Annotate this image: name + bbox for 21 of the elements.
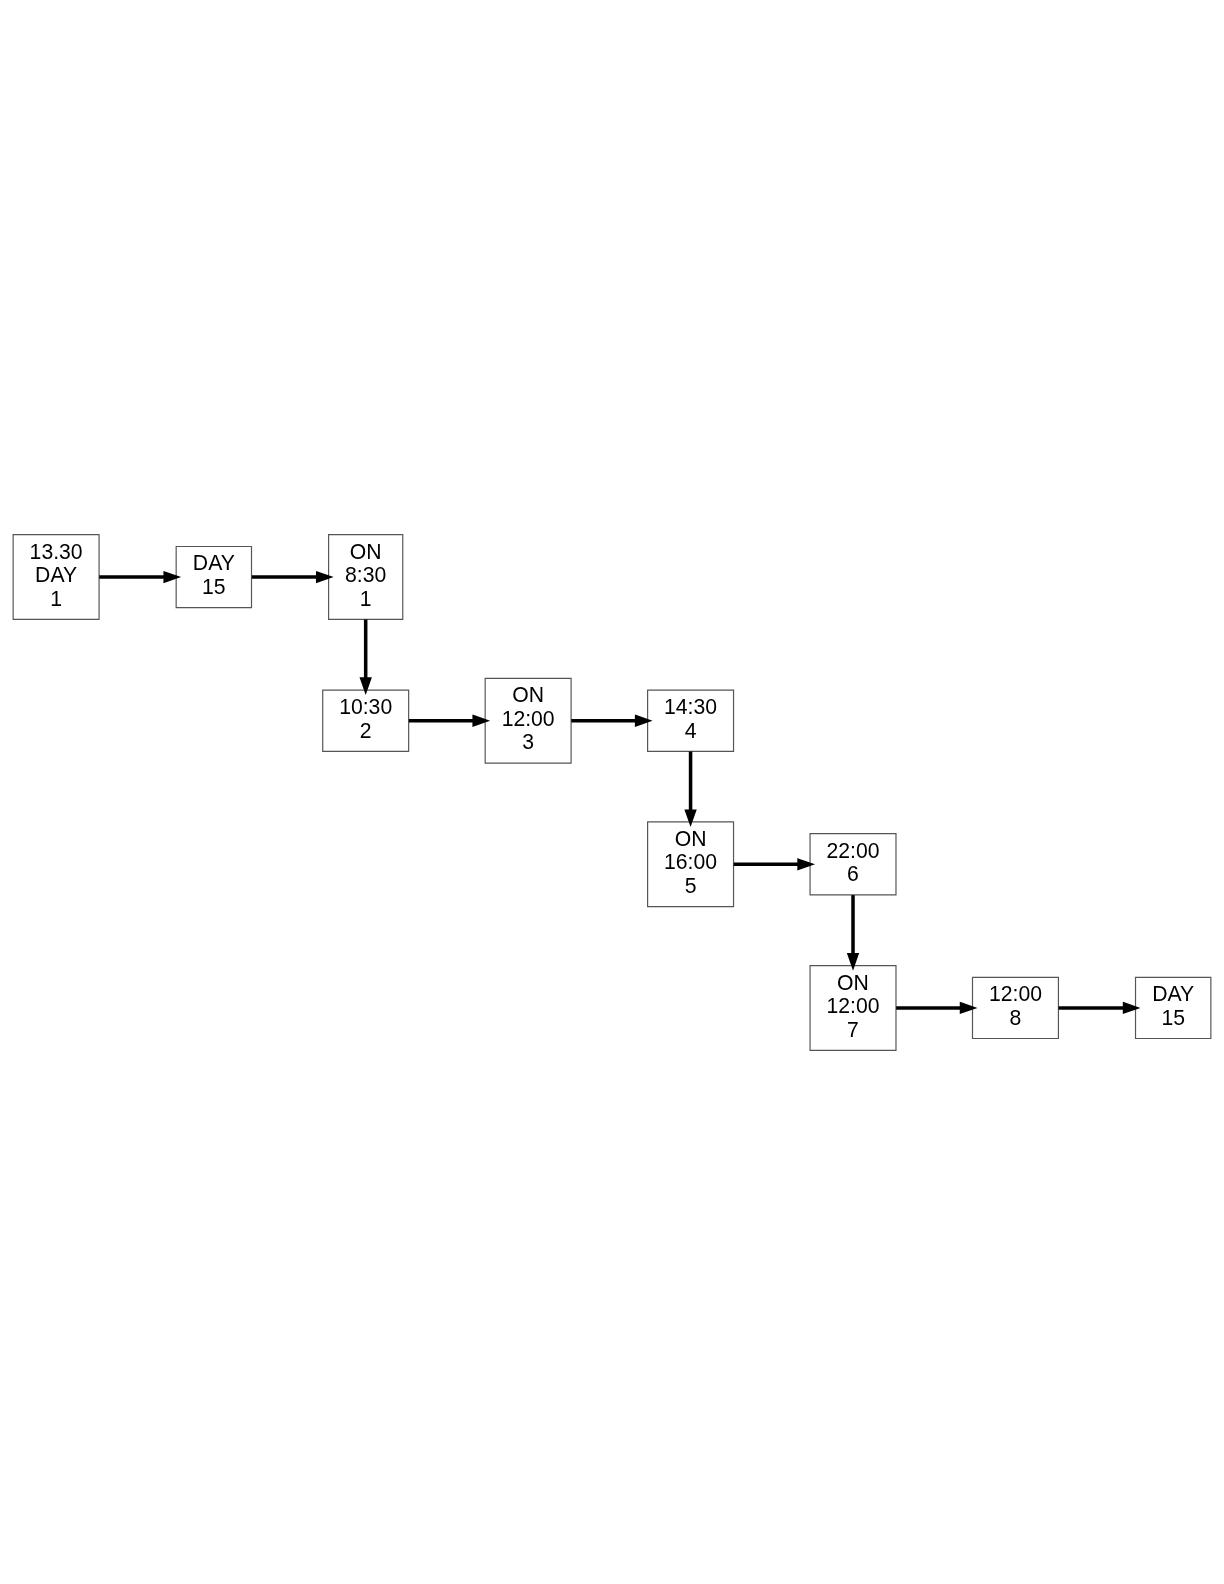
node-box: 22:00 6 <box>809 832 897 895</box>
node-box: 13.30 DAY 1 <box>12 533 100 620</box>
node-box: ON 12:00 3 <box>484 677 572 764</box>
arrow <box>251 570 334 583</box>
node-box: 12:00 8 <box>971 976 1059 1039</box>
arrow <box>896 1001 978 1014</box>
arrow <box>1058 1001 1141 1014</box>
arrow <box>684 751 697 827</box>
node-box: ON 16:00 5 <box>647 820 735 907</box>
arrow <box>99 570 182 583</box>
arrow <box>571 714 653 727</box>
node-box: ON 8:30 1 <box>328 533 404 620</box>
arrow <box>733 857 816 870</box>
arrow <box>408 714 491 727</box>
node-box: DAY 15 <box>1134 976 1212 1039</box>
node-box: ON 12:00 7 <box>809 964 897 1051</box>
arrow <box>359 619 372 695</box>
node-box: DAY 15 <box>175 545 253 608</box>
node-box: 10:30 2 <box>322 689 410 752</box>
arrow <box>846 894 860 971</box>
node-box: 14:30 4 <box>647 689 735 752</box>
